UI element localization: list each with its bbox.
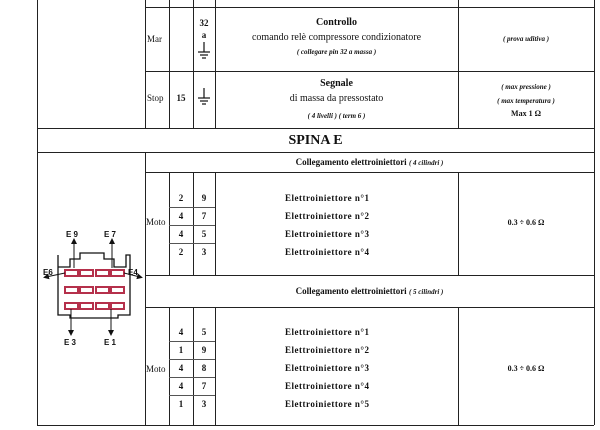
resistance-value: 0.3 ÷ 0.6 Ω [507, 218, 545, 227]
group-label: Moto [146, 217, 166, 227]
pin-b: 9 [201, 345, 207, 355]
row-value-line: Max 1 Ω [511, 109, 541, 118]
pin-a: 2 [178, 193, 184, 203]
injector-name: Elettroiniettore n°4 [285, 247, 370, 257]
pin-a: 4 [178, 381, 184, 391]
group-header-title: Collegamento elettroiniettori [295, 286, 407, 296]
row-note: ( collegare pin 32 a massa ) [296, 48, 377, 56]
pin-a: 4 [178, 327, 184, 337]
pin-number: 15 [176, 93, 186, 103]
pin-label-e1: E 1 [104, 338, 117, 347]
pin-label-e6: E6 [43, 268, 53, 277]
pin-label-e7: E 7 [104, 230, 117, 239]
pin-a: 2 [178, 247, 184, 257]
row-title: Controllo [316, 17, 357, 28]
pin-b: 7 [201, 211, 207, 221]
injector-name: Elettroiniettore n°3 [285, 363, 370, 373]
pin-b: 5 [201, 229, 207, 239]
row-desc: comando relè compressore condizionatore [251, 32, 422, 43]
group-header-note: ( 4 cilindri ) [408, 159, 444, 167]
row-desc: di massa da pressostato [289, 93, 384, 104]
injector-name: Elettroiniettore n°2 [285, 345, 370, 355]
row-value-line: ( max pressione ) [501, 83, 551, 91]
pin-b: 9 [201, 193, 207, 203]
pin-sub: a [201, 30, 207, 40]
pin-b: 8 [201, 363, 207, 373]
pin-a: 1 [178, 399, 184, 409]
injector-name: Elettroiniettore n°5 [285, 399, 370, 409]
resistance-value: 0.3 ÷ 0.6 Ω [507, 364, 545, 373]
pin-a: 1 [178, 345, 184, 355]
group-label: Moto [146, 364, 166, 374]
group-header-title: Collegamento elettroiniettori [295, 157, 407, 167]
pin-a: 4 [178, 229, 184, 239]
section-title: SPINA E [288, 133, 343, 148]
ground-icon [198, 42, 210, 59]
pin-b: 3 [201, 247, 207, 257]
row-value-line: ( max temperatura ) [497, 97, 555, 105]
row-note: ( 4 livelli ) ( term 6 ) [307, 112, 366, 120]
injector-name: Elettroiniettore n°2 [285, 211, 370, 221]
connector-pinout-drawing [43, 238, 143, 336]
group-header-note: ( 5 cilindri ) [408, 288, 444, 296]
group-header: Collegamento elettroiniettori ( 4 cilind… [145, 157, 594, 167]
injector-name: Elettroiniettore n°1 [285, 327, 370, 337]
pin-label-e3: E 3 [64, 338, 77, 347]
pin-b: 3 [201, 399, 207, 409]
injector-name: Elettroiniettore n°1 [285, 193, 370, 203]
pin-b: 7 [201, 381, 207, 391]
pin-a: 4 [178, 363, 184, 373]
pin-a: 4 [178, 211, 184, 221]
ground-icon [198, 88, 210, 105]
pin-label-e4: E4 [128, 268, 138, 277]
row-title: Segnale [320, 78, 353, 89]
group-header: Collegamento elettroiniettori ( 5 cilind… [145, 286, 594, 296]
pin-b: 5 [201, 327, 207, 337]
pin-number: 32 [199, 18, 209, 28]
row-value: ( prova uditiva ) [502, 35, 550, 43]
row-label: Mar [147, 34, 162, 44]
injector-name: Elettroiniettore n°4 [285, 381, 370, 391]
row-label: Stop [147, 93, 164, 103]
injector-name: Elettroiniettore n°3 [285, 229, 370, 239]
pin-label-e9: E 9 [66, 230, 79, 239]
